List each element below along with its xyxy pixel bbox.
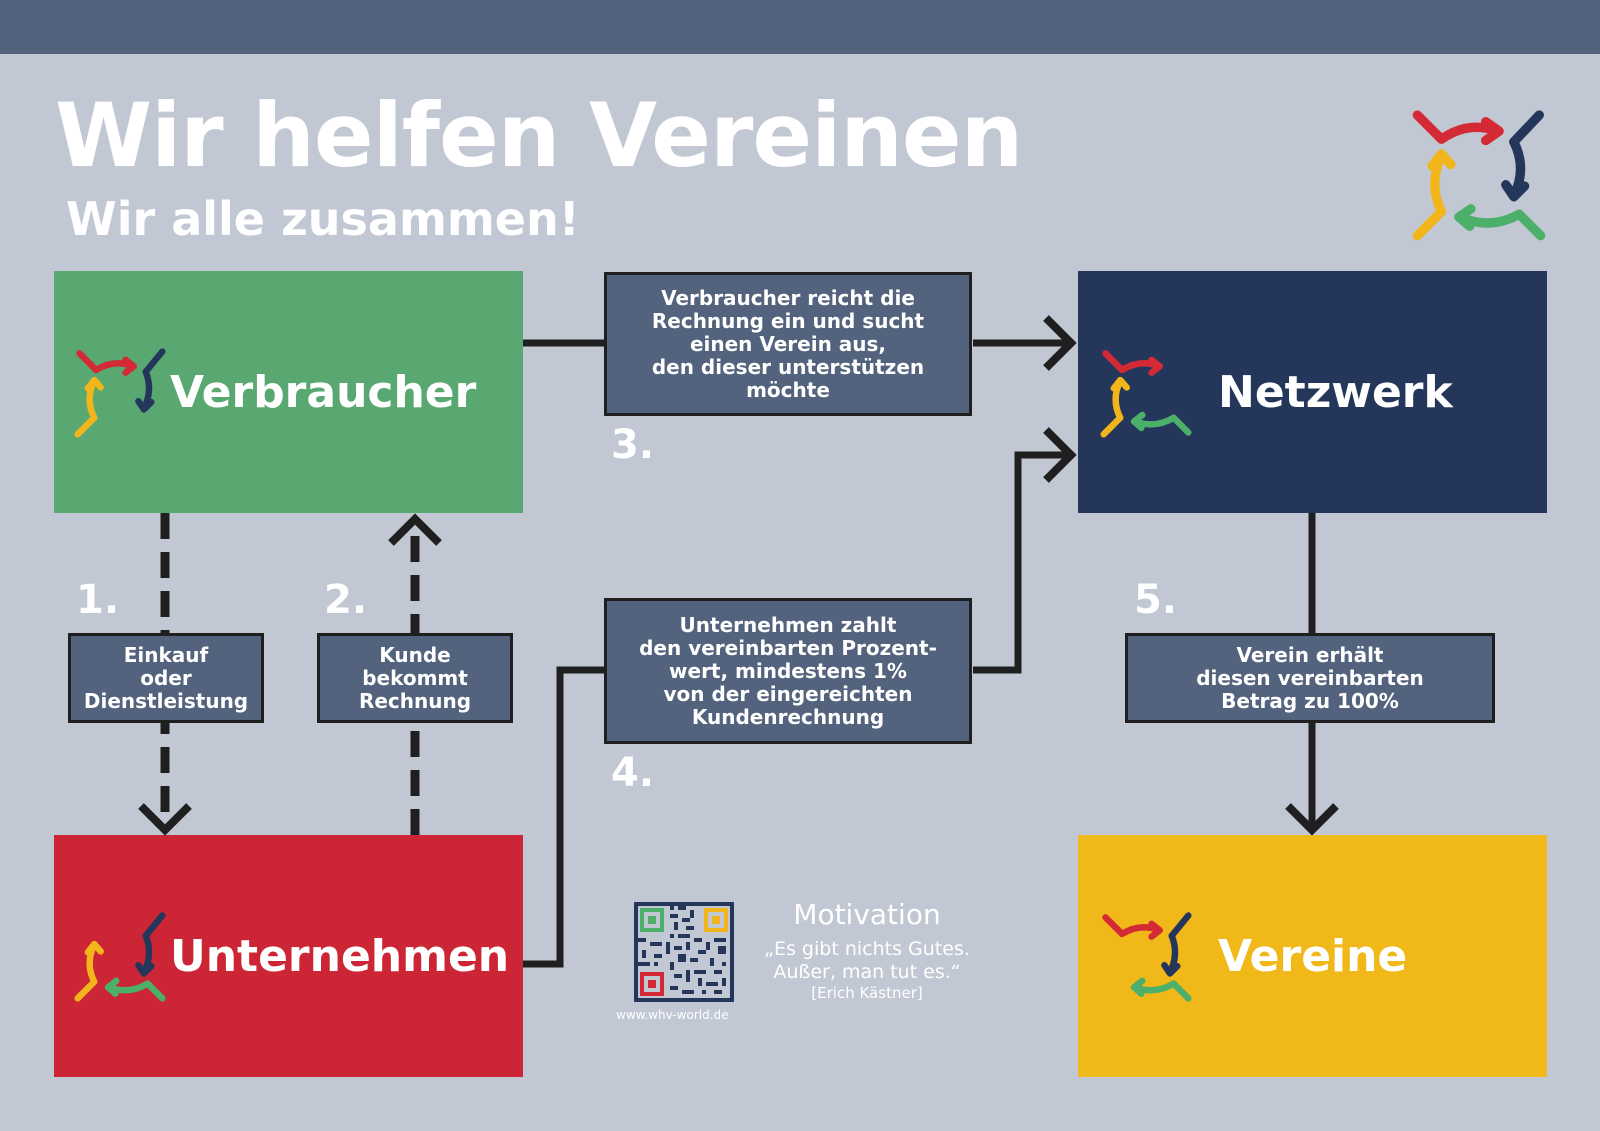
netzwerk-block: Netzwerk (1078, 271, 1547, 513)
motivation-title: Motivation (793, 898, 941, 931)
netzwerk-label: Netzwerk (1218, 366, 1453, 418)
circular-arrows-logo-icon (1100, 350, 1192, 438)
page-title: Wir helfen Vereinen (55, 84, 1023, 187)
top-bar (0, 0, 1600, 54)
arrowhead-down (1285, 803, 1339, 836)
arrowhead-right (1043, 427, 1077, 483)
step-2-number: 2. (324, 577, 368, 623)
verbraucher-label: Verbraucher (170, 366, 477, 418)
verbraucher-block: Verbraucher (54, 271, 523, 513)
circular-arrows-logo-icon (1412, 110, 1546, 241)
step-4-box: Unternehmen zahlt den vereinbarten Proze… (604, 598, 972, 744)
step-5-box: Verein erhält diesen vereinbarten Betrag… (1125, 633, 1495, 723)
motivation-quote: „Es gibt nichts Gutes. Außer, man tut es… (764, 938, 970, 983)
arrowhead-right (1043, 315, 1077, 371)
circular-arrows-logo-icon (74, 348, 166, 438)
circular-arrows-logo-icon (74, 912, 166, 1002)
page-subtitle: Wir alle zusammen! (66, 192, 580, 246)
qr-code-icon (634, 902, 734, 1002)
unternehmen-label: Unternehmen (170, 930, 510, 982)
motivation-author: [Erich Kästner] (811, 984, 923, 1002)
vereine-label: Vereine (1218, 930, 1408, 982)
step-2-box: Kunde bekommt Rechnung (317, 633, 513, 723)
step-3-box: Verbraucher reicht die Rechnung ein und … (604, 272, 972, 416)
connector-step-4-in (523, 666, 606, 968)
step-1-box: Einkauf oder Dienstleistung (68, 633, 264, 723)
step-3-number: 3. (611, 422, 655, 468)
circular-arrows-logo-icon (1102, 912, 1192, 1002)
unternehmen-block: Unternehmen (54, 835, 523, 1077)
step-1-number: 1. (76, 577, 120, 623)
arrowhead-down (138, 803, 192, 836)
vereine-block: Vereine (1078, 835, 1547, 1077)
step-4-number: 4. (611, 750, 655, 796)
connector-step-4-out (973, 451, 1068, 674)
website-url: www.whv-world.de (616, 1008, 729, 1022)
step-5-number: 5. (1134, 577, 1178, 623)
arrowhead-up (388, 513, 442, 546)
